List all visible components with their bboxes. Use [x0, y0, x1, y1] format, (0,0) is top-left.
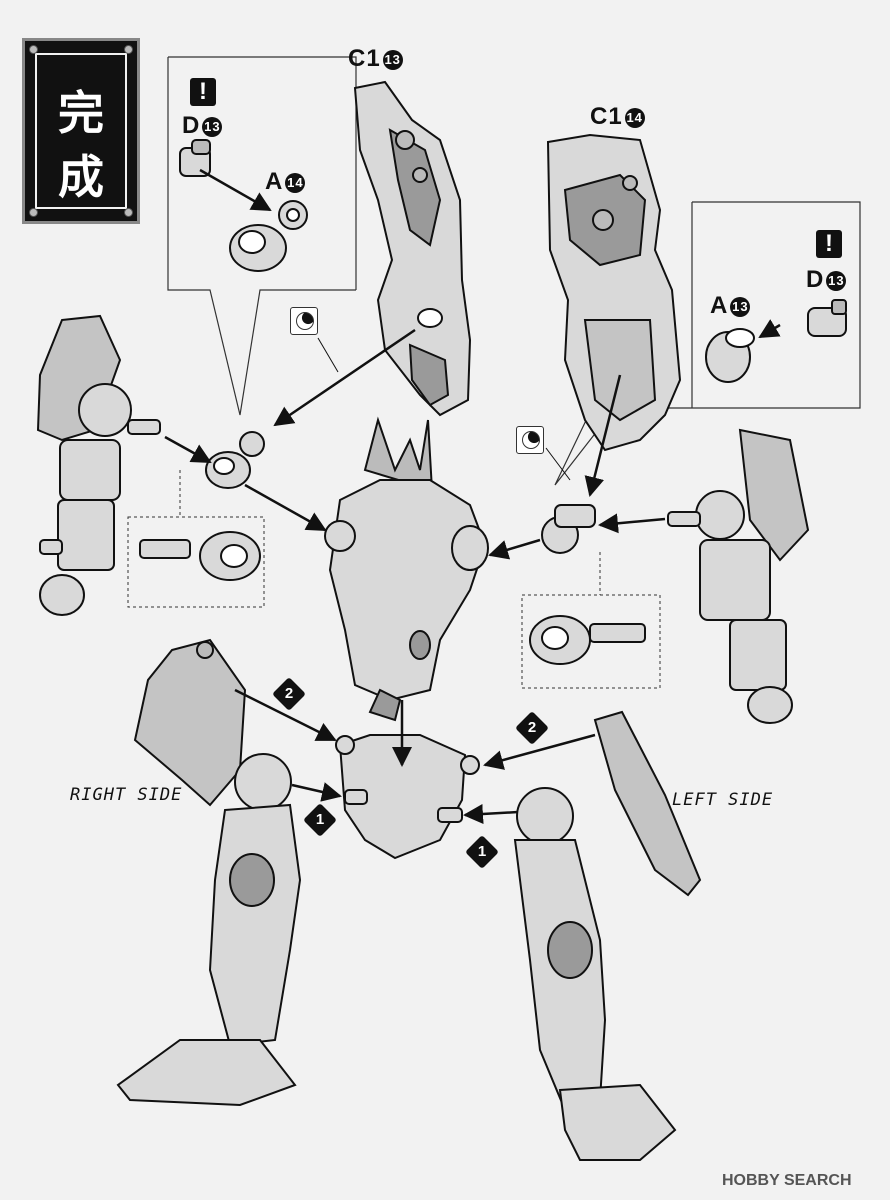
skirt-armor-right-side [133, 638, 247, 807]
torso [324, 416, 489, 722]
part-number-badge: 13 [382, 49, 403, 70]
shield-c1-13 [353, 80, 472, 417]
peg-d13-right [807, 299, 847, 337]
completed-badge: 完 成 [22, 38, 140, 224]
step-1-marker: 1 [465, 835, 499, 869]
watermark: HOBBY SEARCH [722, 1172, 852, 1189]
part-number-badge: 14 [285, 172, 306, 193]
screw-icon [29, 208, 38, 217]
joint-a14 [229, 200, 308, 272]
callout-box-left-pointer [167, 57, 356, 416]
screw-icon [29, 45, 38, 54]
badge-char-1: 完 [58, 86, 104, 140]
detail-box-right [521, 594, 661, 689]
screw-icon [124, 208, 133, 217]
left-arm [36, 314, 161, 616]
part-number-badge: 13 [202, 116, 223, 137]
part-number-badge: 13 [730, 296, 751, 317]
warning-icon: ! [190, 78, 216, 106]
gate-cut-mark-icon [290, 307, 318, 335]
label-part: C1 [590, 103, 623, 130]
step-1-marker: 1 [303, 803, 337, 837]
right-leg [116, 753, 302, 1107]
step-number: 2 [284, 685, 294, 702]
badge-char-2: 成 [58, 150, 104, 204]
gate-cut-mark-icon [516, 426, 544, 454]
step-number: 1 [315, 811, 325, 828]
detail-part-right [529, 615, 646, 665]
label-part: D [806, 266, 825, 293]
detail-part-left [139, 531, 261, 581]
shoulder-joint-left [205, 431, 265, 489]
step-2-marker: 2 [515, 711, 549, 745]
warning-icon: ! [816, 230, 842, 258]
waist [335, 734, 480, 860]
step-2-marker: 2 [272, 677, 306, 711]
screw-icon [124, 45, 133, 54]
badge-frame [35, 53, 127, 209]
part-number-badge: 14 [624, 107, 645, 128]
part-number-badge: 13 [826, 270, 847, 291]
right-side-label: RIGHT SIDE [70, 785, 183, 805]
left-side-label: LEFT SIDE [672, 790, 774, 810]
step-number: 2 [527, 719, 537, 736]
peg-d13-left [179, 139, 211, 177]
label-part: A [710, 292, 729, 319]
joint-a13 [705, 328, 755, 383]
label-part: C1 [348, 45, 381, 72]
shield-c1-14 [546, 133, 682, 452]
detail-box-left [127, 516, 265, 608]
shoulder-joint-right [541, 504, 596, 554]
callout-box-right [554, 201, 861, 486]
left-leg [513, 787, 677, 1161]
callout-box-left [168, 56, 357, 290]
right-arm [667, 428, 810, 724]
label-part: D [182, 112, 201, 139]
assembly-arrows [164, 168, 781, 824]
label-part: A [265, 168, 284, 195]
step-number: 1 [477, 843, 487, 860]
skirt-armor-left-side [593, 710, 702, 897]
